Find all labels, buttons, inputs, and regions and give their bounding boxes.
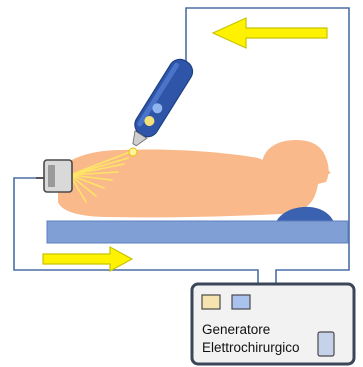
electrosurgical-generator: Generatore Elettrochirurgico (192, 284, 354, 364)
generator-swatch-blue (232, 295, 250, 309)
return-electrode-icon (36, 160, 72, 192)
arrow-right-icon (43, 247, 132, 271)
patient-head (262, 140, 329, 210)
operating-table (47, 221, 348, 243)
generator-label-line2: Elettrochirurgico (202, 340, 300, 355)
arrow-left-icon (213, 18, 327, 48)
generator-control-panel (318, 332, 334, 356)
active-electrode-icon (124, 55, 196, 156)
generator-swatch-yellow (202, 295, 220, 309)
generator-label-line1: Generatore (202, 322, 270, 337)
